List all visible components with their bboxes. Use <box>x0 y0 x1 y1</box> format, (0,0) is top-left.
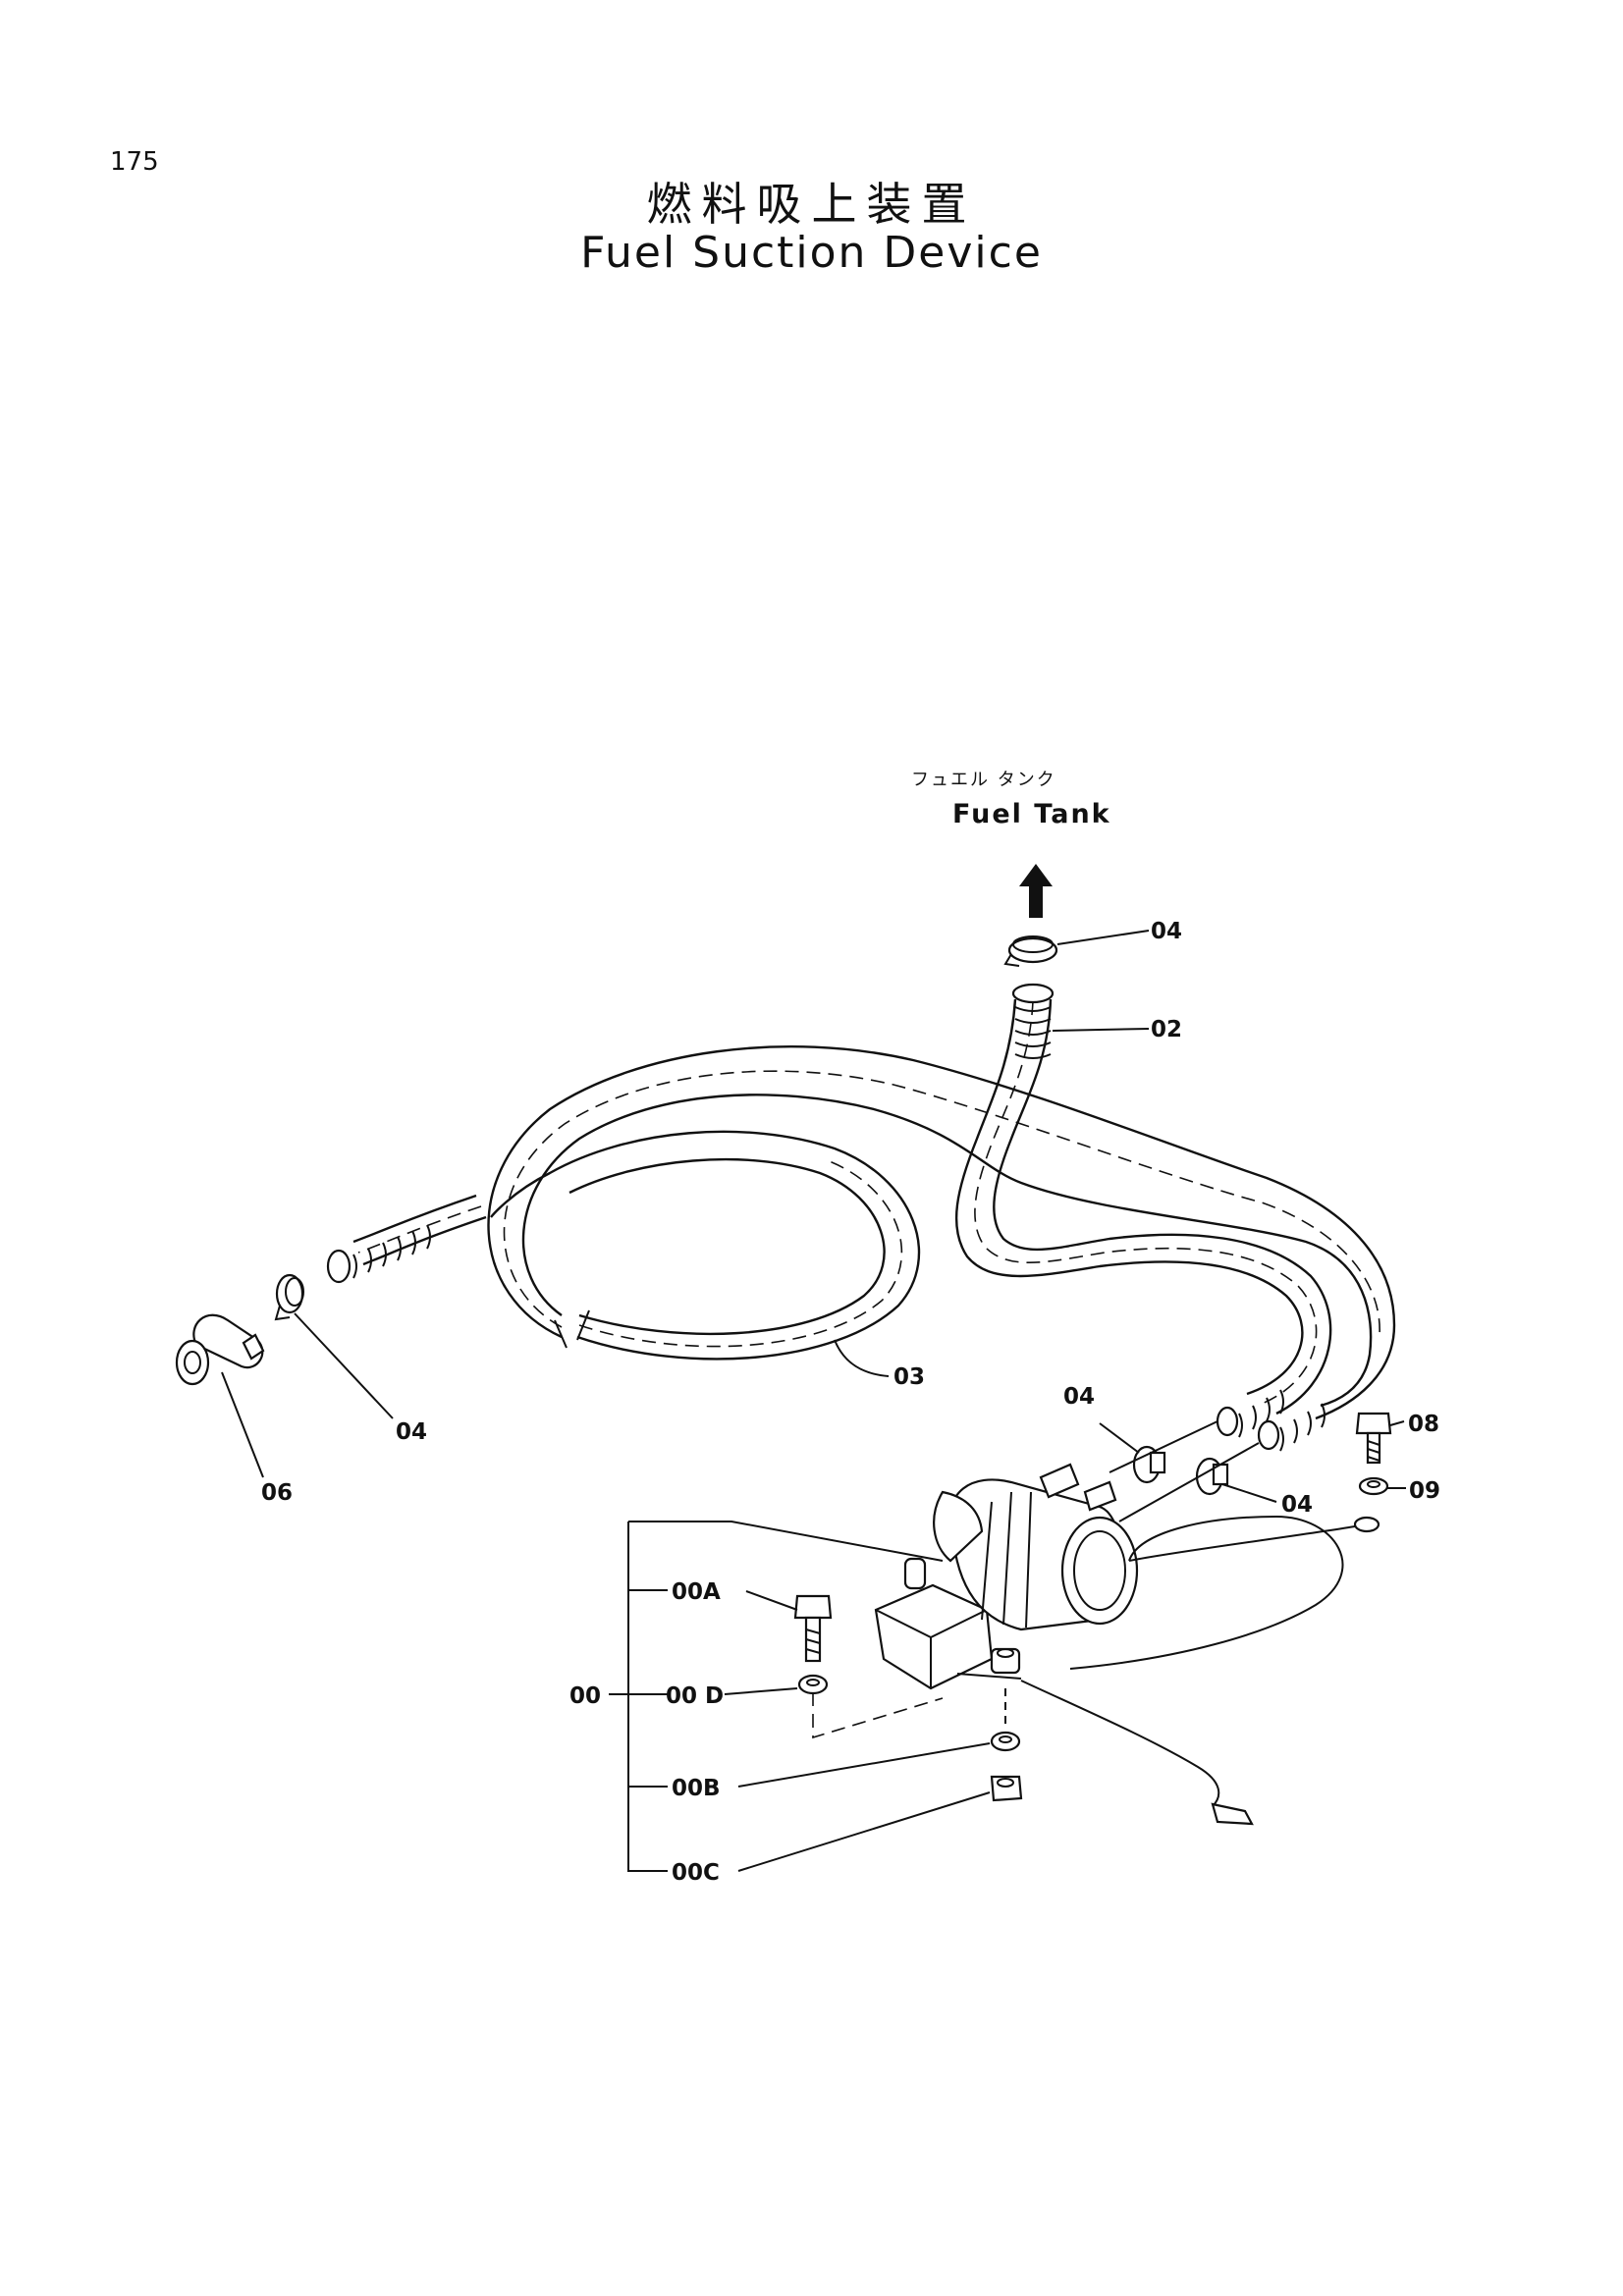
washer-00d <box>797 1674 829 1695</box>
page-number: 175 <box>110 147 159 177</box>
bolt-00a <box>793 1594 833 1663</box>
callout-03: 03 <box>893 1364 925 1390</box>
callout-00: 00 <box>569 1683 601 1709</box>
bolt-08 <box>1355 1412 1392 1465</box>
assembly-line-bolt <box>812 1692 944 1739</box>
hose-clamp-left <box>274 1273 304 1321</box>
wiring-harness <box>1020 1515 1380 1826</box>
page-title-japanese: 燃料吸上装置 <box>646 178 977 231</box>
callout-02: 02 <box>1151 1017 1182 1042</box>
leader-lines <box>221 930 1406 1872</box>
callout-06: 06 <box>261 1480 293 1506</box>
washer-00b <box>990 1731 1021 1752</box>
callout-04-top: 04 <box>1151 919 1182 944</box>
fuel-tank-label-japanese: フュエル タンク <box>911 770 1056 790</box>
fuel-pump-assembly <box>874 1463 1139 1690</box>
callout-08: 08 <box>1408 1412 1439 1437</box>
hose-clamp-top <box>1003 935 1058 967</box>
callout-00a: 00A <box>672 1579 721 1605</box>
callout-00d: 00 D <box>666 1683 724 1709</box>
callout-09: 09 <box>1409 1478 1440 1504</box>
callout-04-mid: 04 <box>1063 1384 1095 1410</box>
callout-00c: 00C <box>672 1860 720 1886</box>
hose-ends-pump <box>1109 1389 1325 1522</box>
hose-clamp-mid <box>1132 1445 1166 1484</box>
hose-02 <box>954 983 1332 1415</box>
page-title-english: Fuel Suction Device <box>580 228 1043 278</box>
nut-00c <box>990 1775 1023 1802</box>
callout-04-left: 04 <box>396 1419 427 1445</box>
fuel-strainer-06 <box>175 1313 265 1386</box>
callout-00b: 00B <box>672 1776 721 1801</box>
washer-09 <box>1358 1476 1389 1496</box>
hose-03 <box>326 1045 1396 1420</box>
callout-04-right: 04 <box>1281 1492 1313 1518</box>
fuel-tank-label-english: Fuel Tank <box>952 799 1111 829</box>
arrow-up-icon <box>1019 864 1053 918</box>
